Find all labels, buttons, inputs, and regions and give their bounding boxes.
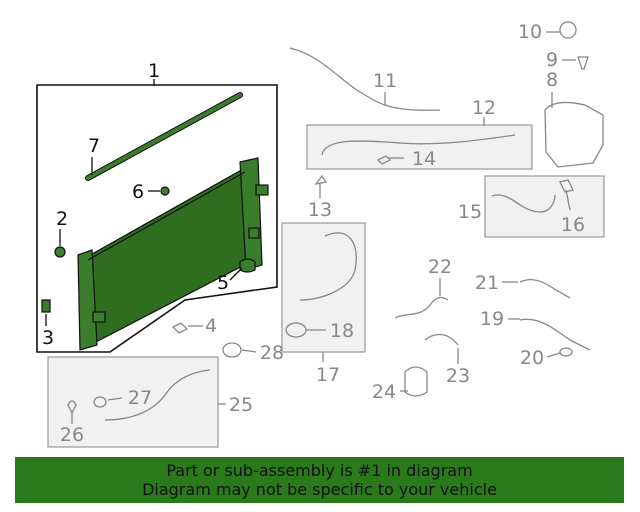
part-14-clip[interactable] bbox=[376, 155, 392, 165]
part-1-radiator[interactable] bbox=[77, 157, 269, 351]
callout-4: 4 bbox=[205, 315, 217, 337]
part-25-hose[interactable] bbox=[104, 369, 211, 421]
part-21-hose[interactable] bbox=[519, 278, 571, 299]
callout-17: 17 bbox=[316, 364, 340, 386]
callout-18: 18 bbox=[330, 320, 354, 342]
info-banner: Part or sub-assembly is #1 in diagram Di… bbox=[15, 457, 624, 503]
part-2-bushing[interactable] bbox=[54, 246, 66, 258]
part-6-fastener[interactable] bbox=[160, 186, 170, 196]
callout-8: 8 bbox=[546, 69, 558, 91]
callout-25: 25 bbox=[229, 394, 253, 416]
part-8-reservoir[interactable] bbox=[544, 101, 604, 168]
banner-line-1: Part or sub-assembly is #1 in diagram bbox=[166, 461, 473, 480]
part-12-hose[interactable] bbox=[321, 134, 516, 156]
callout-11: 11 bbox=[373, 70, 397, 92]
callout-26: 26 bbox=[60, 424, 84, 446]
callout-10: 10 bbox=[518, 21, 542, 43]
part-20-clamp[interactable] bbox=[559, 347, 573, 357]
part-16-clip[interactable] bbox=[559, 179, 574, 193]
part-3-clip[interactable] bbox=[41, 299, 51, 313]
callout-12: 12 bbox=[472, 97, 496, 119]
part-7-seal-strip[interactable] bbox=[85, 92, 243, 181]
callout-13: 13 bbox=[308, 199, 332, 221]
part-24-valve[interactable] bbox=[404, 366, 428, 397]
box-15-16 bbox=[484, 175, 605, 238]
callout-9: 9 bbox=[546, 49, 558, 71]
callout-24: 24 bbox=[372, 381, 396, 403]
callout-2: 2 bbox=[56, 208, 68, 230]
part-11-hose[interactable] bbox=[289, 47, 441, 111]
part-13-clip[interactable] bbox=[314, 174, 328, 185]
callout-21: 21 bbox=[475, 272, 499, 294]
leader-20 bbox=[546, 352, 561, 358]
part-23-hose[interactable] bbox=[424, 333, 459, 346]
callout-16: 16 bbox=[561, 214, 585, 236]
part-19-hose[interactable] bbox=[519, 318, 591, 351]
callout-19: 19 bbox=[480, 308, 504, 330]
part-9-bolt[interactable] bbox=[577, 56, 589, 70]
callout-20: 20 bbox=[520, 347, 544, 369]
leader-28 bbox=[241, 349, 257, 353]
callout-22: 22 bbox=[428, 256, 452, 278]
callout-23: 23 bbox=[446, 365, 470, 387]
box-25 bbox=[47, 356, 219, 448]
leader-5 bbox=[229, 267, 243, 281]
box-12 bbox=[306, 124, 533, 170]
callout-15: 15 bbox=[458, 201, 482, 223]
part-17-hose[interactable] bbox=[299, 232, 357, 301]
part-28-clamp[interactable] bbox=[222, 342, 242, 358]
part-4-clip[interactable] bbox=[171, 322, 189, 334]
part-10-cap[interactable] bbox=[559, 21, 577, 39]
callout-7: 7 bbox=[88, 135, 100, 157]
part-27-clamp[interactable] bbox=[93, 396, 107, 408]
leader-16 bbox=[565, 189, 571, 211]
part-15-hose[interactable] bbox=[491, 194, 556, 213]
callout-5: 5 bbox=[217, 272, 229, 294]
leader-27 bbox=[107, 397, 123, 401]
part-5-bracket[interactable] bbox=[239, 258, 256, 273]
callout-1: 1 bbox=[148, 60, 160, 82]
callout-3: 3 bbox=[42, 327, 54, 349]
part-26-clip[interactable] bbox=[67, 400, 77, 415]
callout-14: 14 bbox=[412, 148, 436, 170]
parts-diagram: 1 2 3 4 5 6 7 8 9 10 11 12 13 14 15 16 1… bbox=[36, 21, 605, 448]
callout-6: 6 bbox=[132, 181, 144, 203]
part-22-hose[interactable] bbox=[394, 296, 449, 319]
banner-line-2: Diagram may not be specific to your vehi… bbox=[142, 480, 497, 499]
callout-27: 27 bbox=[128, 387, 152, 409]
callout-28: 28 bbox=[260, 342, 284, 364]
